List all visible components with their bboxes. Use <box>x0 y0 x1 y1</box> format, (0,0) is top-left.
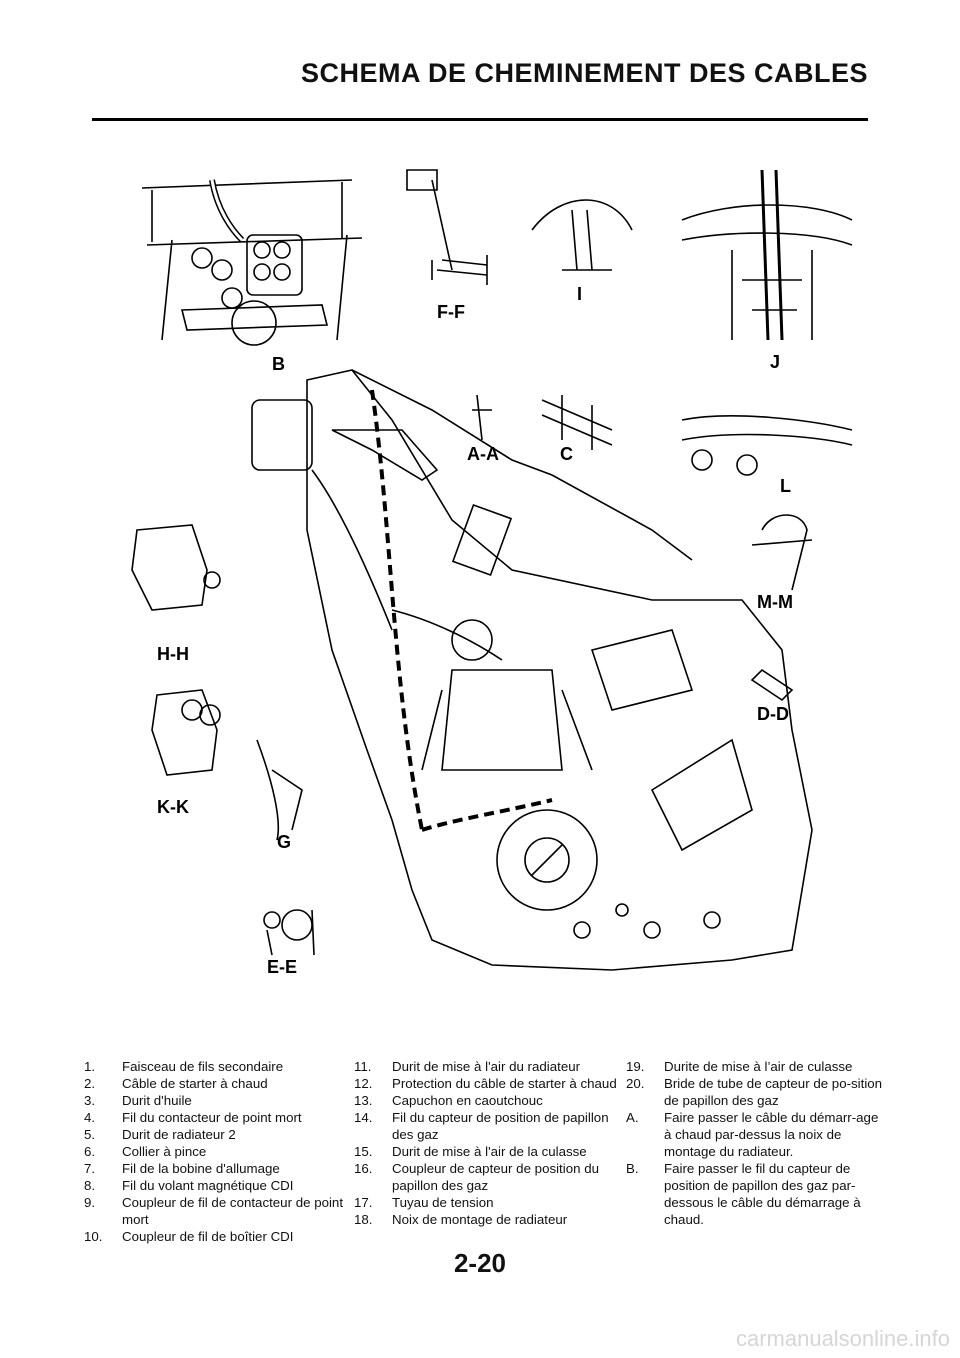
section-label-i: I <box>577 284 582 304</box>
inset-ee-drawing <box>263 909 315 956</box>
legend-item: 2.Câble de starter à chaud <box>84 1076 268 1091</box>
legend-item: 10.Coupleur de fil de boîtier CDI <box>84 1229 294 1244</box>
section-label-l: L <box>780 476 791 496</box>
legend-item: 18.Noix de montage de radiateur <box>354 1212 568 1227</box>
legend-item: 13.Capuchon en caoutchouc <box>354 1093 543 1108</box>
legend-item: A.Faire passer le câble du démarr-age à … <box>626 1110 879 1159</box>
legend-item: 12.Protection du câble de starter à chau… <box>354 1076 617 1091</box>
header-rule <box>92 118 868 121</box>
section-label-mm: M-M <box>757 592 793 612</box>
cable-routing-diagram: B F-F I J A-A C L H-H M-M D-D K-K G E-E <box>131 169 853 977</box>
inset-i-drawing <box>531 199 633 271</box>
legend-item: 17.Tuyau de tension <box>354 1195 494 1210</box>
legend-item: 9.Coupleur de fil de contacteur de point… <box>84 1195 344 1227</box>
section-label-ff: F-F <box>437 302 465 322</box>
section-label-hh: H-H <box>157 644 189 664</box>
legend-column-2: 11.Durit de mise à l'air du radiateur 12… <box>354 1058 626 1245</box>
section-label-b: B <box>272 354 285 374</box>
inset-l-drawing <box>681 415 853 476</box>
legend-item: 19.Durite de mise à l’air de culasse <box>626 1059 853 1074</box>
watermark: carmanualsonline.info <box>735 1326 950 1351</box>
legend-item: 6.Collier à pince <box>84 1144 207 1159</box>
inset-ff-drawing <box>406 169 488 285</box>
legend-item: 20.Bride de tube de capteur de po-sition… <box>626 1076 883 1108</box>
legend: 1.Faisceau de fils secondaire 2.Câble de… <box>84 1058 884 1245</box>
inset-c-drawing <box>541 395 613 450</box>
section-label-j: J <box>770 352 780 372</box>
page-title: SCHEMA DE CHEMINEMENT DES CABLES <box>300 58 868 88</box>
legend-column-1: 1.Faisceau de fils secondaire 2.Câble de… <box>84 1058 354 1245</box>
legend-item: 3.Durit d'huile <box>84 1093 192 1108</box>
legend-item: 8.Fil du volant magnétique CDI <box>84 1178 294 1193</box>
inset-j-drawing <box>681 169 853 341</box>
inset-b-drawing <box>141 179 363 346</box>
legend-item: 1.Faisceau de fils secondaire <box>84 1059 284 1074</box>
inset-hh-drawing <box>131 524 221 611</box>
legend-item: B.Faire passer le fil du capteur de posi… <box>626 1161 861 1227</box>
legend-item: 4.Fil du contacteur de point mort <box>84 1110 302 1125</box>
legend-item: 14.Fil du capteur de position de papillo… <box>354 1110 609 1142</box>
section-label-dd: D-D <box>757 704 789 724</box>
legend-item: 11.Durit de mise à l'air du radiateur <box>354 1059 581 1074</box>
section-label-g: G <box>277 832 291 852</box>
legend-column-3: 19.Durite de mise à l’air de culasse 20.… <box>626 1058 884 1245</box>
section-label-ee: E-E <box>267 957 297 977</box>
section-label-c: C <box>560 444 573 464</box>
page-number: 2-20 <box>453 1248 507 1278</box>
section-label-kk: K-K <box>157 797 189 817</box>
legend-item: 5.Durit de radiateur 2 <box>84 1127 236 1142</box>
inset-kk-drawing <box>151 689 221 776</box>
inset-dd-drawing <box>750 668 794 702</box>
inset-mm-drawing <box>751 514 813 591</box>
inset-aa-drawing <box>472 394 492 441</box>
legend-item: 7.Fil de la bobine d'allumage <box>84 1161 280 1176</box>
inset-g-drawing <box>256 739 303 841</box>
legend-item: 15.Durit de mise à l'air de la culasse <box>354 1144 587 1159</box>
section-label-aa: A-A <box>467 444 499 464</box>
legend-item: 16.Coupleur de capteur de position du pa… <box>354 1161 599 1193</box>
main-frame-drawing <box>251 369 813 971</box>
